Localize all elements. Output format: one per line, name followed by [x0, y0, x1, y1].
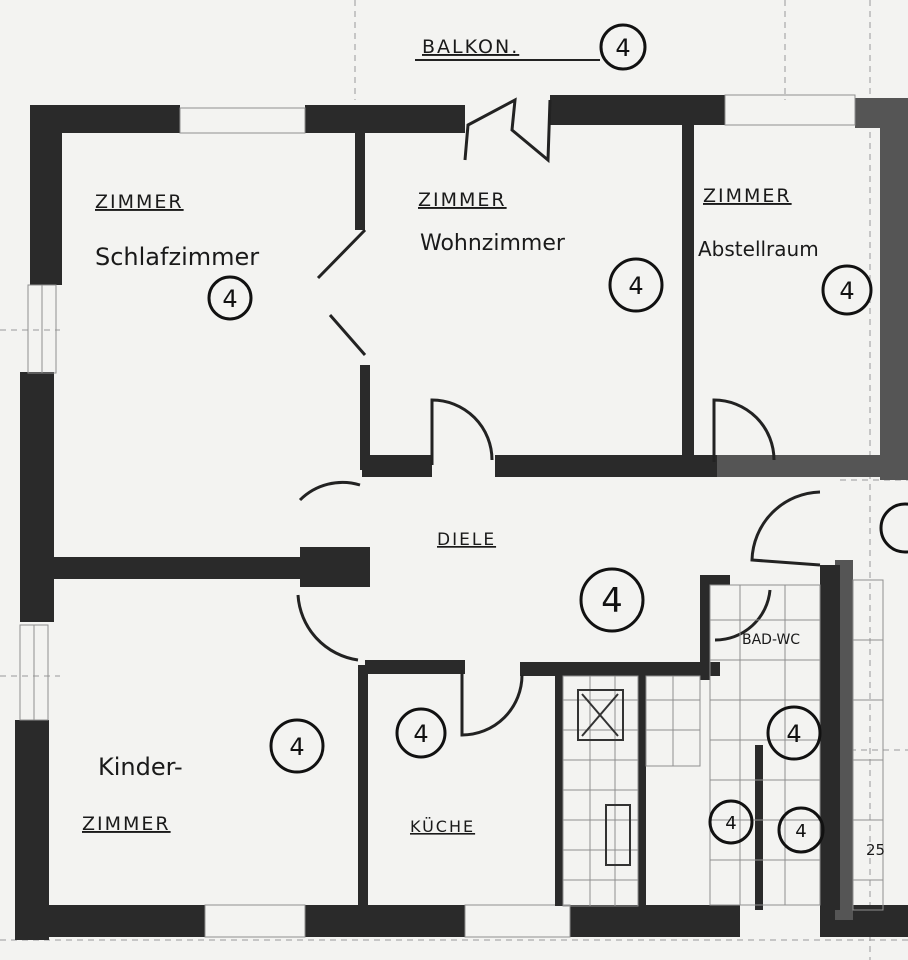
kueche-caption: KÜCHE — [410, 817, 475, 836]
bad-sub-number-1: 4 — [725, 813, 736, 834]
diele-number-circle — [579, 567, 645, 633]
wohn-name: Wohnzimmer — [420, 231, 566, 256]
schlaf-caption: ZIMMER — [95, 191, 184, 213]
kinder-name: Kinder- — [98, 753, 183, 781]
door-swings — [296, 228, 821, 737]
edge-circle — [879, 502, 908, 554]
stove — [577, 689, 624, 741]
abstell-number-circle — [821, 264, 873, 316]
wohn-number-circle — [608, 257, 664, 313]
windows — [19, 94, 856, 938]
schlaf-number-circle — [207, 275, 253, 321]
bad-sub-number-circle-2 — [777, 806, 825, 854]
dimension-label: 25 — [866, 841, 885, 859]
balcony-door — [463, 97, 552, 164]
diele-number: 4 — [601, 581, 623, 621]
bathroom-tiles — [709, 579, 884, 911]
abstell-number: 4 — [839, 277, 854, 305]
kinder-number: 4 — [289, 733, 304, 761]
bad-number: 4 — [786, 720, 801, 748]
balcony-label: BALKON. — [422, 36, 519, 58]
abstell-caption: ZIMMER — [703, 185, 792, 207]
kueche-number: 4 — [413, 720, 428, 748]
kitchen-tiles — [562, 675, 701, 907]
balcony-number-circle — [599, 23, 647, 71]
diele-caption: DIELE — [437, 530, 496, 550]
bad-number-circle — [766, 705, 822, 761]
interior-walls — [50, 120, 840, 910]
abstell-name: Abstellraum — [698, 237, 819, 261]
sink — [605, 804, 631, 866]
wohn-caption: ZIMMER — [418, 189, 507, 211]
room-number-circles — [207, 23, 908, 854]
bad-caption: BAD-WC — [742, 632, 800, 648]
exterior-walls — [15, 95, 908, 940]
kinder-caption: ZIMMER — [82, 813, 171, 835]
kueche-number-circle — [395, 707, 447, 759]
bad-sub-number-circle-1 — [708, 799, 754, 845]
schlaf-name: Schlafzimmer — [95, 243, 259, 271]
bad-sub-number-2: 4 — [795, 821, 806, 842]
kinder-number-circle — [269, 718, 325, 774]
wohn-number: 4 — [628, 272, 643, 300]
schlaf-number: 4 — [222, 285, 237, 313]
balcony-number: 4 — [615, 34, 630, 62]
